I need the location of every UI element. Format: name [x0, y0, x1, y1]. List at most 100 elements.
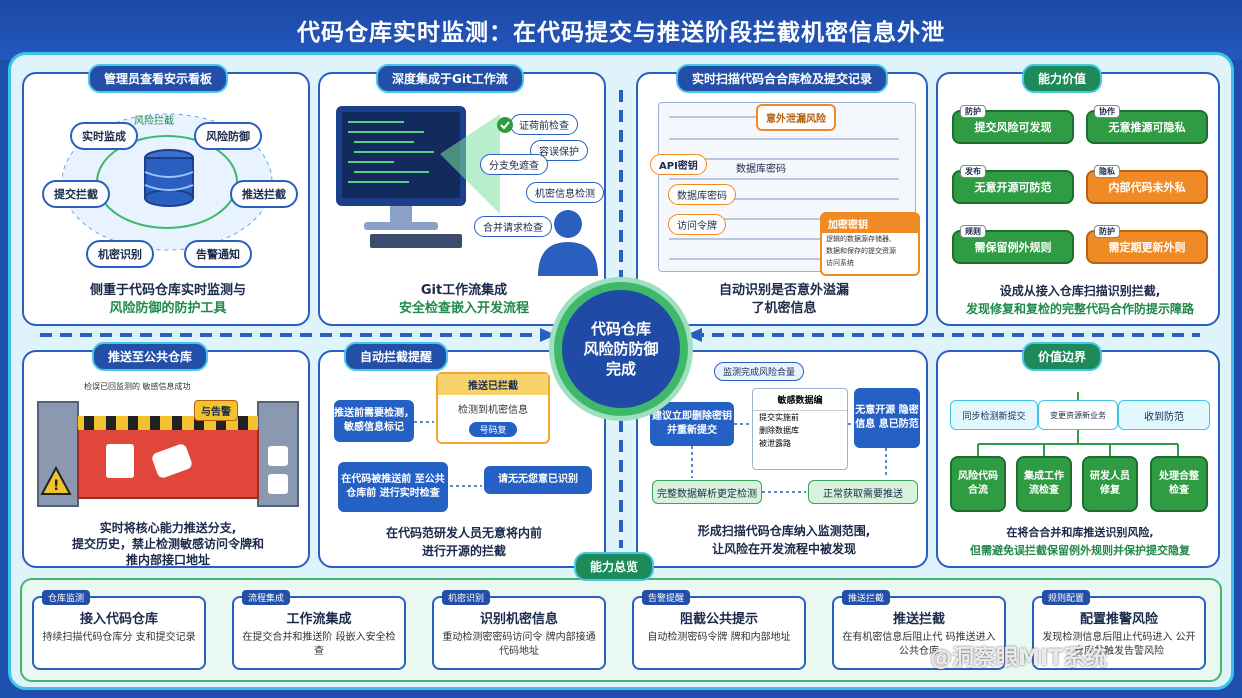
- value-box-5-mini: 防护: [1094, 225, 1120, 238]
- value-box-3-label: 内部代码未外私: [1108, 181, 1186, 194]
- block-caption-line1: 在代码范研发人员无意将内前: [385, 526, 542, 540]
- summary-card-4: 推送拦截 推送拦截 在有机密信息后阻止代 码推送进入公共仓库: [832, 590, 1006, 670]
- panel-dashboard: 风险拦截 实时监成 风险防御 提交拦截 推送拦截 机密识别 告警通知 侧重于代码…: [22, 72, 310, 326]
- block-arrows: [414, 421, 482, 487]
- tag-dashboard: 管理员查看安示看板: [88, 64, 229, 93]
- node-commit-block: 提交拦截: [42, 180, 110, 208]
- summary-card-5: 规则配置 配置推警风险 发现检测信息后阻止代码进入 公开仓库并触发告警风险: [1032, 590, 1206, 670]
- scan-caption-line1: 自动识别是否意外溢漏: [718, 283, 849, 298]
- tag-summary: 能力总览: [574, 552, 655, 581]
- summary-card-3-title: 阻截公共提示: [679, 612, 758, 627]
- tag-value: 能力价值: [1022, 64, 1103, 93]
- value-box-2-mini: 发布: [960, 165, 986, 178]
- dashboard-caption-line1: 侧重于代码仓库实时监测与: [89, 283, 246, 298]
- flow-box3: 无意开源 隐密信息 息已防范: [854, 388, 920, 448]
- tag-git: 深度集成于Git工作流: [376, 64, 524, 93]
- value-caption-line2: 发现修复和复检的完整代码合作防提示障路: [965, 302, 1194, 316]
- boundary-caption: 在将合合并和库推送识别风险, 但需避免误拦截保留例外规则并保护提交隐复: [944, 524, 1216, 560]
- boundary-item-2: 研发人员修复: [1082, 456, 1138, 512]
- boundary-top-right: 收到防范: [1118, 400, 1210, 430]
- summary-card-5-mini: 规则配置: [1042, 590, 1091, 605]
- flow-box2: 敏感数据编 提交实施前 删除数据库 被泄露路: [752, 388, 848, 470]
- encryption-key-line1: 数据和保存的提交资源: [826, 247, 896, 255]
- summary-card-0-title: 接入代码仓库: [79, 612, 158, 627]
- tag-block: 自动拦截提醒: [344, 342, 449, 371]
- block-dialog-button[interactable]: 号码复: [469, 422, 517, 437]
- flow-box2-title: 敏感数据编: [753, 389, 847, 411]
- git-step-2: 分支免遮查: [480, 154, 548, 175]
- dashboard-caption-line2: 风险防御的防护工具: [109, 301, 227, 316]
- tag-push: 推送至公共仓库: [92, 342, 209, 371]
- flow-box1: 建议立即删除密钥并重新提交: [650, 402, 734, 446]
- summary-card-5-desc: 发现检测信息后阻止代码进入 公开仓库并触发告警风险: [1042, 632, 1196, 657]
- page-title: 代码仓库实时监测：在代码提交与推送阶段拦截机密信息外泄: [297, 20, 945, 46]
- flow-status-chip: 监测完成风险合量: [714, 362, 805, 381]
- value-box-3-mini: 隐私: [1094, 165, 1120, 178]
- developer-icon: [538, 210, 598, 276]
- block-dialog: 推送已拦截 检测到机密信息 号码复: [436, 372, 550, 444]
- git-caption: Git工作流集成 安全检查嵌入开发流程: [330, 282, 598, 318]
- block-caption-line2: 进行开源的拦截: [421, 544, 506, 558]
- pill-access-token: 访问令牌: [668, 214, 726, 235]
- node-risk-defense: 风险防御: [194, 122, 262, 150]
- pill-api-key: API密钥: [650, 154, 707, 175]
- flow-box2-line1: 删除数据库: [759, 426, 799, 435]
- summary-card-4-title: 推送拦截: [892, 612, 945, 627]
- node-realtime-monitor: 实时监成: [70, 122, 138, 150]
- value-box-5-label: 需定期更新外则: [1108, 241, 1186, 254]
- flow-arrows: [691, 423, 887, 493]
- summary-card-1-mini: 流程集成: [242, 590, 291, 605]
- tag-scan: 实时扫描代码合合库检及提交记录: [676, 64, 889, 93]
- node-secret-detect: 机密识别: [86, 240, 154, 268]
- summary-card-0-desc: 持续扫描代码仓库分 支和提交记录: [42, 632, 196, 643]
- dashboard-caption: 侧重于代码仓库实时监测与 风险防御的防护工具: [34, 282, 302, 318]
- summary-card-0-mini: 仓库监测: [42, 590, 91, 605]
- database-icon: [144, 149, 194, 207]
- summary-card-1: 流程集成 工作流集成 在提交合并和推送阶 段嵌入安全检查: [232, 590, 406, 670]
- summary-card-3-mini: 告警提醒: [642, 590, 691, 605]
- value-box-1-mini: 协作: [1094, 105, 1120, 118]
- boundary-caption-line2: 但需避免误拦截保留例外规则并保护提交隐复: [970, 544, 1190, 557]
- center-line2: 风险防防御: [583, 340, 659, 358]
- push-alert-label: 与告警: [194, 400, 238, 421]
- git-step-0: 证荷前检查: [510, 114, 578, 135]
- panel-flow: 监测完成风险合量 建议立即删除密钥并重新提交 敏感数据编 提交实施前 删除数据库…: [636, 350, 928, 568]
- summary-card-2-desc: 重动检测密密码访问令 牌内部接通代码地址: [442, 632, 596, 657]
- panel-value: 防护提交风险可发现 协作无意推源可隐私 发布无意开源可防范 隐私内部代码未外私 …: [936, 72, 1220, 326]
- flow-caption-line2: 让风险在开发流程中被发现: [711, 542, 856, 556]
- summary-card-2: 机密识别 识别机密信息 重动检测密密码访问令 牌内部接通代码地址: [432, 590, 606, 670]
- value-box-2: 发布无意开源可防范: [952, 165, 1074, 204]
- value-box-0-mini: 防护: [960, 105, 986, 118]
- value-box-3: 隐私内部代码未外私: [1086, 165, 1208, 204]
- leak-risk-popup: 意外泄漏风险: [756, 104, 836, 131]
- encryption-key-title: 加密密钥: [822, 214, 918, 233]
- git-step-4: 合并请求检查: [474, 216, 552, 237]
- encryption-key-line0: 逻辑的数据源存储器,: [826, 235, 892, 243]
- panel-push: ! 检误已回监测的 敏感信息成功 与告警 实时将核心能力推送分支, 提交历史，禁…: [22, 350, 310, 568]
- git-caption-line1: Git工作流集成: [420, 283, 508, 298]
- center-line1: 代码仓库: [590, 320, 651, 338]
- node-alert-notify: 告警通知: [184, 240, 252, 268]
- push-caption-line2: 提交历史，禁止检测敏感访问令牌和: [71, 537, 264, 551]
- svg-text:!: !: [53, 478, 59, 494]
- summary-card-1-desc: 在提交合并和推送阶 段嵌入安全检查: [242, 632, 396, 657]
- value-box-0: 防护提交风险可发现: [952, 105, 1074, 144]
- scan-caption-line2: 了机密信息: [751, 301, 817, 316]
- panel-scan: 意外泄漏风险 API密钥 数据库密码 数据库密码 访问令牌 加密密钥 逻辑的数据…: [636, 72, 928, 326]
- block-left-box: 推送前需要检测，敏感信息标记: [334, 400, 414, 442]
- summary-card-4-desc: 在有机密信息后阻止代 码推送进入公共仓库: [842, 632, 996, 657]
- value-box-4-label: 需保留例外规则: [974, 241, 1052, 254]
- value-box-4-mini: 规则: [960, 225, 986, 238]
- value-box-5: 防护需定期更新外则: [1086, 225, 1208, 264]
- encryption-key-card: 加密密钥 逻辑的数据源存储器, 数据和保存的提交资源 访问系统: [820, 212, 920, 276]
- scan-caption: 自动识别是否意外溢漏 了机密信息: [648, 282, 920, 318]
- pill-db-password-a: 数据库密码: [736, 164, 786, 175]
- check-icon: [497, 117, 513, 133]
- panel-block: 推送已拦截 检测到机密信息 号码复 推送前需要检测，敏感信息标记 在代码被推送前…: [318, 350, 606, 568]
- git-caption-line2: 安全检查嵌入开发流程: [398, 301, 529, 316]
- pill-db-password-b: 数据库密码: [668, 184, 736, 205]
- push-sign: 检误已回监测的 敏感信息成功: [84, 382, 191, 391]
- push-caption-line3: 推内部接口地址: [125, 553, 210, 567]
- boundary-top-mid: 变更资源新业务: [1038, 400, 1118, 430]
